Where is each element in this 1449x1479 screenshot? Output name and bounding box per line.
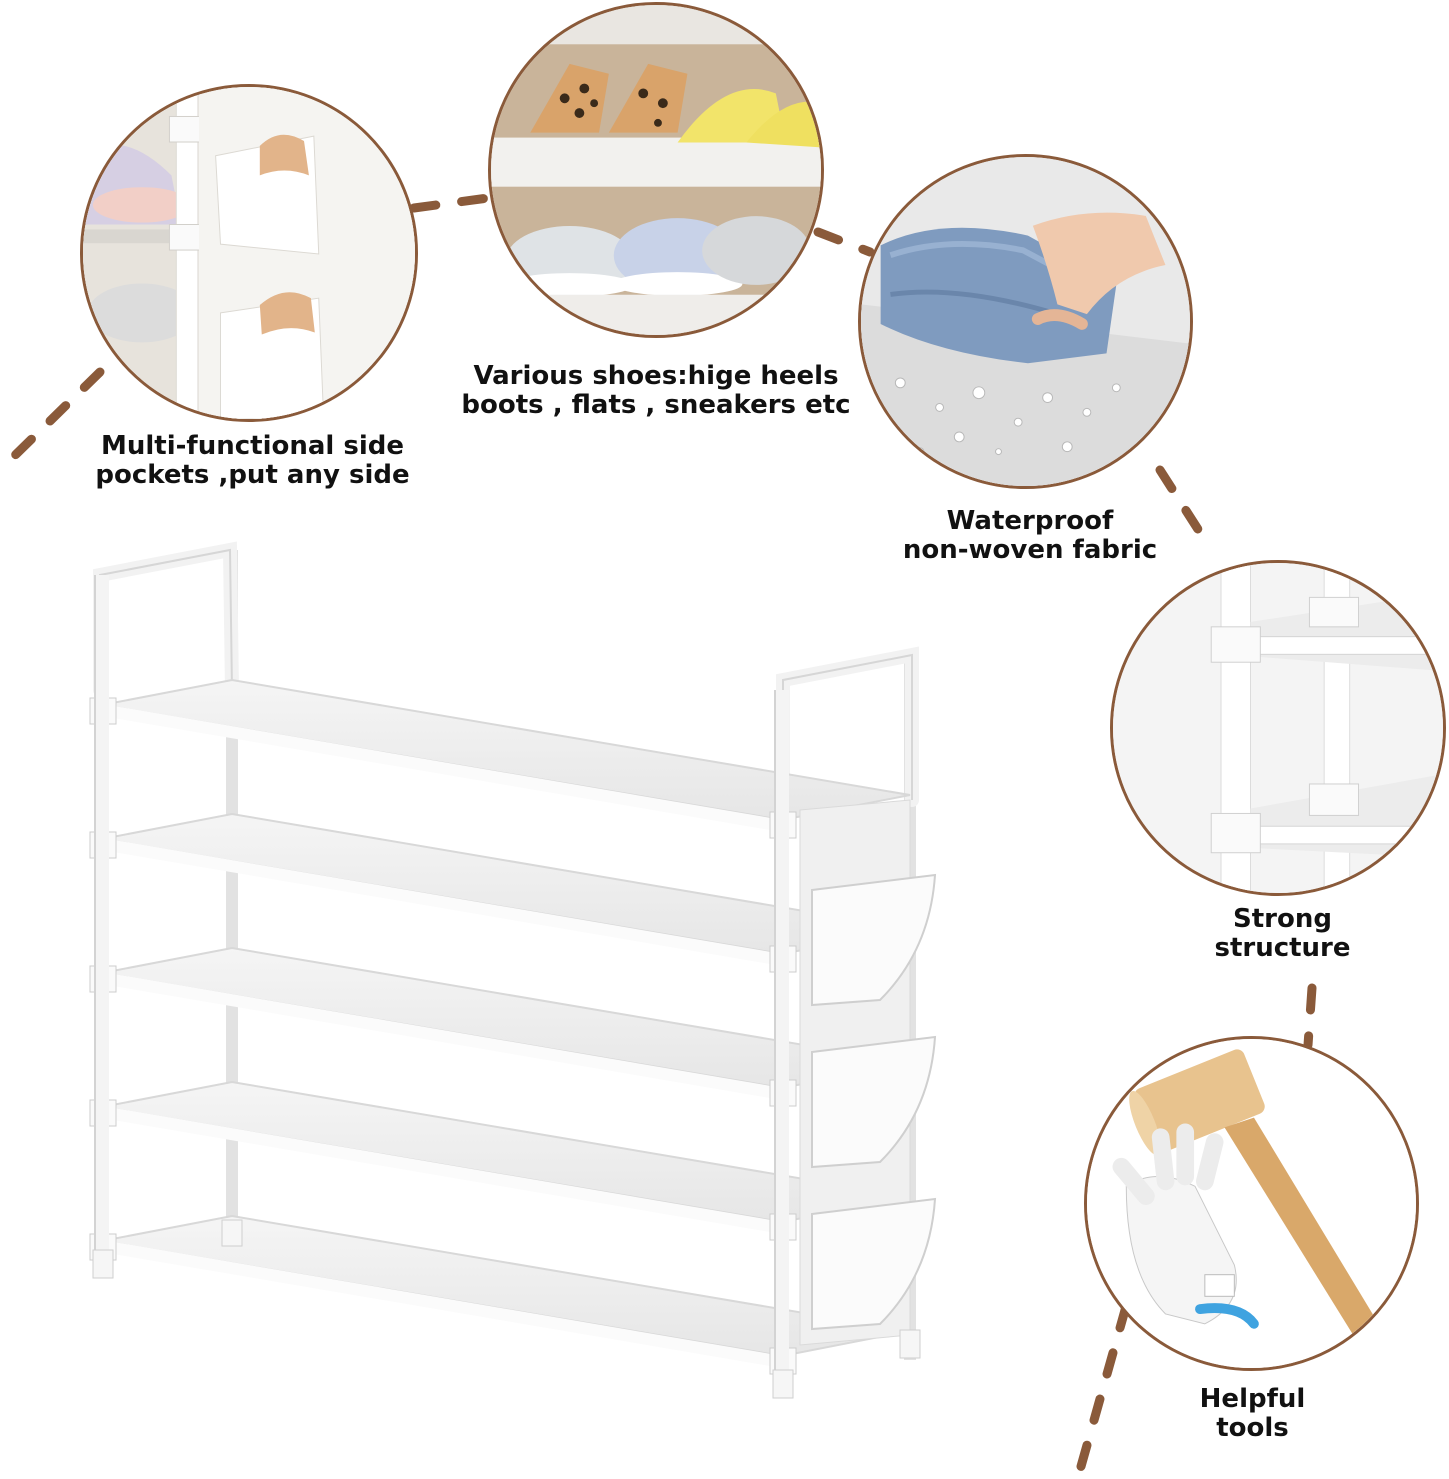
caption-waterproof: Waterproof non-woven fabric — [902, 506, 1158, 565]
shelf-front-bar — [100, 838, 784, 966]
mallet-and-gloves-icon — [1087, 1039, 1416, 1368]
caption-structure: Strong structure — [1214, 904, 1351, 963]
waterproof-fabric-closeup — [858, 154, 1193, 489]
shelf-front-bar — [100, 1240, 784, 1368]
shelf-front-bar — [100, 704, 784, 832]
mallet-and-gloves — [1084, 1036, 1419, 1371]
shelf-front-bar — [100, 972, 784, 1100]
frame-joint-closeup-icon — [1113, 563, 1443, 893]
side-pocket — [811, 1197, 937, 1331]
side-pocket-closeup-icon — [83, 87, 415, 419]
waterproof-fabric-closeup-icon — [861, 157, 1190, 486]
side-pocket — [811, 873, 937, 1007]
side-pocket-closeup — [80, 84, 418, 422]
shoes-closeup — [488, 2, 824, 338]
frame-joint-closeup — [1110, 560, 1446, 896]
side-pocket — [811, 1035, 937, 1169]
caption-tools: Helpful tools — [1199, 1384, 1306, 1443]
shelf-front-bar — [100, 1106, 784, 1234]
caption-side-pockets: Multi-functional side pockets ,put any s… — [95, 431, 410, 490]
caption-various-shoes: Various shoes:hige heels boots , flats ,… — [461, 361, 851, 420]
shoes-closeup-icon — [491, 5, 821, 335]
